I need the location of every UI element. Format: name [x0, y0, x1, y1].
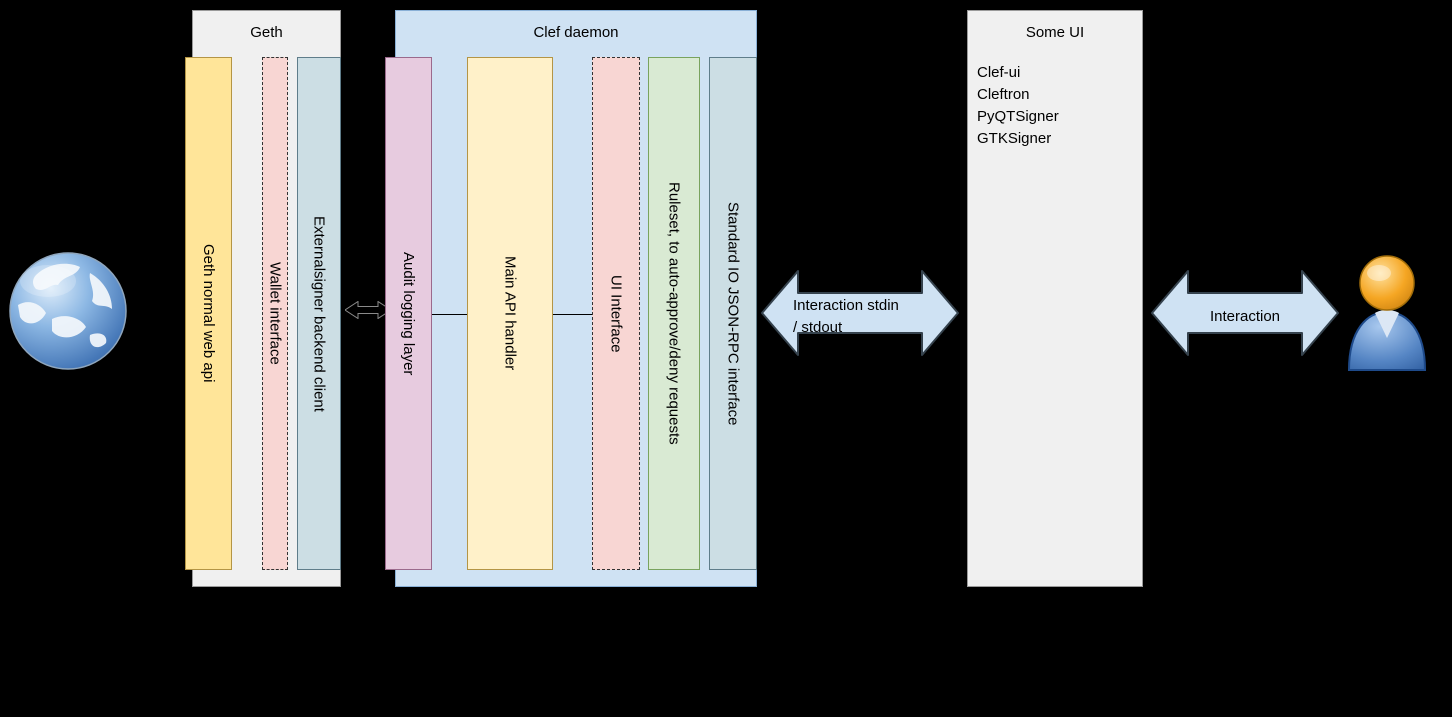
bar-main-api-handler: Main API handler	[467, 57, 553, 570]
bar-main-api-handler-label: Main API handler	[501, 256, 519, 371]
some-ui-item-pyqtsigner: PyQTSigner	[977, 108, 1059, 125]
interaction-arrow-label: Interaction	[1209, 308, 1281, 325]
connector-api-to-ui	[553, 314, 592, 315]
bar-ruleset: Ruleset, to auto-approve/deny requests	[648, 57, 700, 570]
stdin-stdout-arrow-icon	[761, 270, 959, 356]
bar-audit-logging-layer: Audit logging layer	[385, 57, 432, 570]
clef-daemon-container: Clef daemon	[395, 10, 757, 587]
bar-wallet-interface: Wallet interface	[262, 57, 288, 570]
some-ui-item-clef-ui: Clef-ui	[977, 64, 1021, 81]
bar-externalsigner-backend-client-label: Externalsigner backend client	[310, 215, 328, 412]
bar-wallet-interface-label: Wallet interface	[266, 262, 284, 365]
bar-geth-normal-web-api-label: Geth normal web api	[200, 244, 217, 383]
some-ui-title: Some UI	[1025, 24, 1085, 41]
bar-ui-interface: UI Interface	[592, 57, 640, 570]
person-icon	[1347, 255, 1427, 371]
geth-title: Geth	[250, 24, 283, 41]
geth-clef-arrow-icon	[345, 301, 391, 319]
bar-standard-io-json-rpc-interface: Standard IO JSON-RPC interface	[709, 57, 757, 570]
bar-audit-logging-layer-label: Audit logging layer	[400, 251, 417, 376]
some-ui-container: Some UI	[967, 10, 1143, 587]
some-ui-item-gtksigner: GTKSigner	[977, 130, 1052, 147]
interaction-arrow-icon	[1151, 270, 1339, 356]
some-ui-item-cleftron: Cleftron	[977, 86, 1030, 103]
clef-daemon-title: Clef daemon	[533, 24, 619, 41]
bar-ui-interface-label: UI Interface	[607, 274, 625, 353]
stdin-stdout-arrow-label-line2: / stdout	[793, 319, 843, 336]
bar-geth-normal-web-api: Geth normal web api	[185, 57, 232, 570]
bar-externalsigner-backend-client: Externalsigner backend client	[297, 57, 341, 570]
connector-audit-to-api	[432, 314, 467, 315]
bar-standard-io-json-rpc-interface-label: Standard IO JSON-RPC interface	[724, 201, 742, 426]
stdin-stdout-arrow-label: Interaction stdin / stdout	[793, 295, 899, 339]
stdin-stdout-arrow-label-line1: Interaction stdin	[793, 297, 899, 314]
bar-ruleset-label: Ruleset, to auto-approve/deny requests	[665, 182, 683, 445]
globe-icon	[9, 252, 127, 370]
some-ui-client-list: Clef-ui Cleftron PyQTSigner GTKSigner	[977, 62, 1059, 150]
